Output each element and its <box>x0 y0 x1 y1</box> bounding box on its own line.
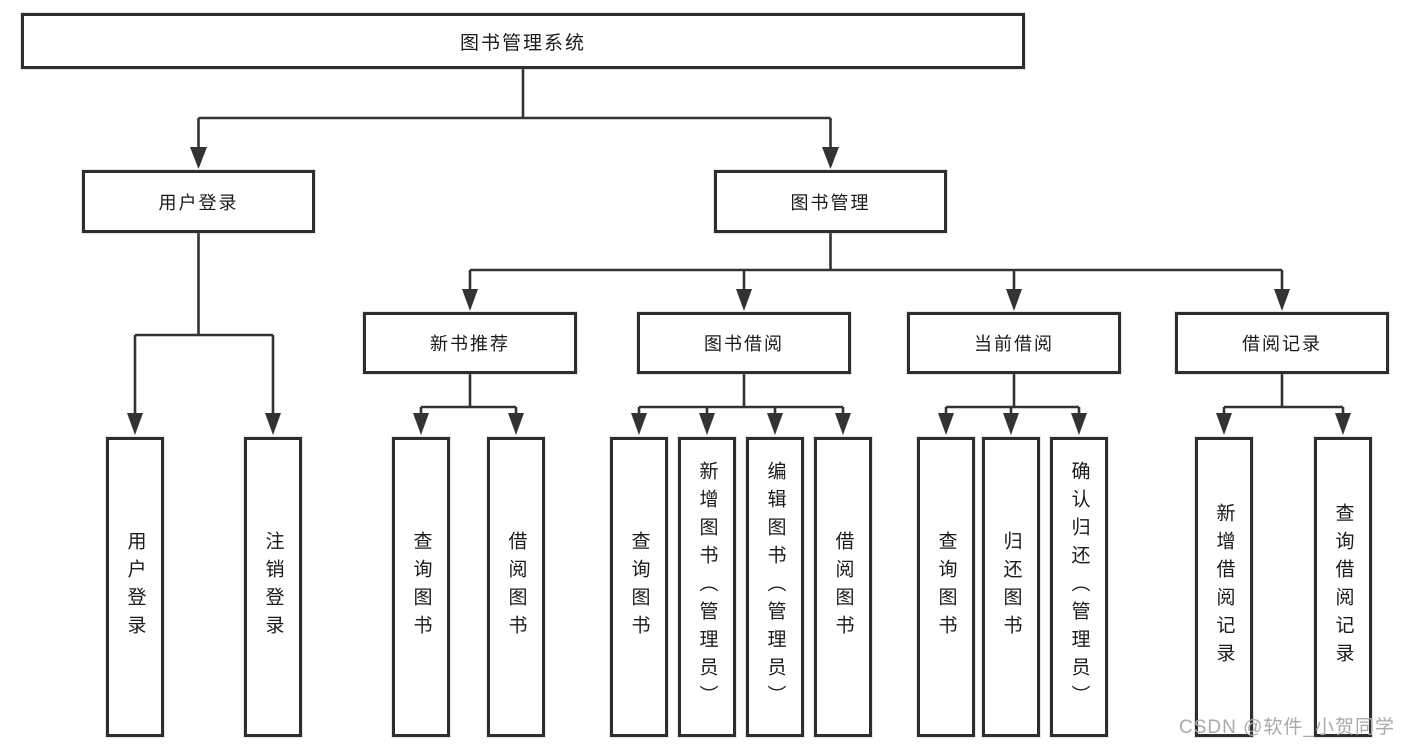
node-book-management: 图书管理 <box>714 170 947 233</box>
arrowheads <box>127 147 1351 435</box>
node-user-login-label: 用户登录 <box>158 192 239 213</box>
arrow-leaf-4 <box>508 413 524 435</box>
arrow-leaf-10 <box>1003 413 1019 435</box>
node-root: 图书管理系统 <box>21 13 1025 69</box>
leaf-query-borrow-record-label: 查询借阅记录 <box>1332 503 1354 671</box>
node-current-borrowing: 当前借阅 <box>907 312 1121 374</box>
leaf-borrow-books: 借阅图书 <box>814 437 872 737</box>
leaf-confirm-return-admin-label: 确认归还（管理员） <box>1068 461 1090 713</box>
leaf-add-books-admin-label: 新增图书（管理员） <box>696 461 718 713</box>
node-book-borrowing-label: 图书借阅 <box>704 334 784 354</box>
arrow-to-book-management <box>822 147 839 169</box>
leaf-borrow-books-recommend: 借阅图书 <box>487 437 545 737</box>
leaf-edit-books-admin: 编辑图书（管理员） <box>746 437 804 737</box>
connector-book-management-children <box>468 233 1284 292</box>
leaf-confirm-return-admin: 确认归还（管理员） <box>1050 437 1108 737</box>
arrow-to-borrowing-records <box>1274 289 1290 311</box>
leaf-borrow-books-recommend-label: 借阅图书 <box>505 531 527 643</box>
arrow-leaf-5 <box>631 413 647 435</box>
leaf-query-books-borrowing-label: 查询图书 <box>628 531 650 643</box>
leaf-edit-books-admin-label: 编辑图书（管理员） <box>764 461 786 713</box>
node-borrowing-records-label: 借阅记录 <box>1242 334 1322 354</box>
connector-borrowing-records-children <box>1222 374 1345 416</box>
leaf-user-login: 用户登录 <box>106 437 164 737</box>
leaf-query-books-current: 查询图书 <box>917 437 975 737</box>
leaf-return-books: 归还图书 <box>982 437 1040 737</box>
node-new-book-recommendation-label: 新书推荐 <box>430 334 510 354</box>
leaf-add-borrow-record-label: 新增借阅记录 <box>1213 503 1235 671</box>
node-current-borrowing-label: 当前借阅 <box>974 334 1054 354</box>
leaf-query-books-recommend-label: 查询图书 <box>410 531 432 643</box>
arrow-leaf-12 <box>1216 413 1232 435</box>
node-root-label: 图书管理系统 <box>459 32 586 54</box>
arrow-leaf-13 <box>1335 413 1351 435</box>
arrow-leaf-3 <box>413 413 429 435</box>
arrow-leaf-8 <box>835 413 851 435</box>
leaf-borrow-books-label: 借阅图书 <box>832 531 854 643</box>
arrow-leaf-9 <box>938 413 954 435</box>
arrow-leaf-1 <box>127 413 143 435</box>
node-new-book-recommendation: 新书推荐 <box>363 312 577 374</box>
arrow-leaf-2 <box>265 413 281 435</box>
leaf-query-books-borrowing: 查询图书 <box>610 437 668 737</box>
leaf-query-borrow-record: 查询借阅记录 <box>1314 437 1372 737</box>
leaf-user-login-label: 用户登录 <box>124 531 146 643</box>
leaf-logout-login-label: 注销登录 <box>262 531 284 643</box>
node-book-management-label: 图书管理 <box>790 192 871 213</box>
arrow-to-current-borrowing <box>1006 289 1022 311</box>
arrow-leaf-7 <box>767 413 783 435</box>
node-book-borrowing: 图书借阅 <box>637 312 851 374</box>
connector-root-to-level2 <box>197 69 832 150</box>
node-borrowing-records: 借阅记录 <box>1175 312 1389 374</box>
node-user-login: 用户登录 <box>82 170 315 233</box>
leaf-add-books-admin: 新增图书（管理员） <box>678 437 736 737</box>
arrow-to-new-book-recommendation <box>462 289 478 311</box>
leaf-query-books-current-label: 查询图书 <box>935 531 957 643</box>
leaf-return-books-label: 归还图书 <box>1000 531 1022 643</box>
connector-current-borrowing-children <box>944 374 1081 416</box>
connector-new-book-recommendation-children <box>419 374 518 416</box>
connector-user-login-children <box>133 233 275 416</box>
arrow-leaf-11 <box>1071 413 1087 435</box>
connector-book-borrowing-children <box>637 374 845 416</box>
csdn-watermark: CSDN @软件_小贺同学 <box>1179 717 1395 738</box>
arrow-leaf-6 <box>699 413 715 435</box>
arrow-to-book-borrowing <box>736 289 752 311</box>
leaf-logout-login: 注销登录 <box>244 437 302 737</box>
arrow-to-user-login <box>190 147 207 169</box>
leaf-add-borrow-record: 新增借阅记录 <box>1195 437 1253 737</box>
leaf-query-books-recommend: 查询图书 <box>392 437 450 737</box>
